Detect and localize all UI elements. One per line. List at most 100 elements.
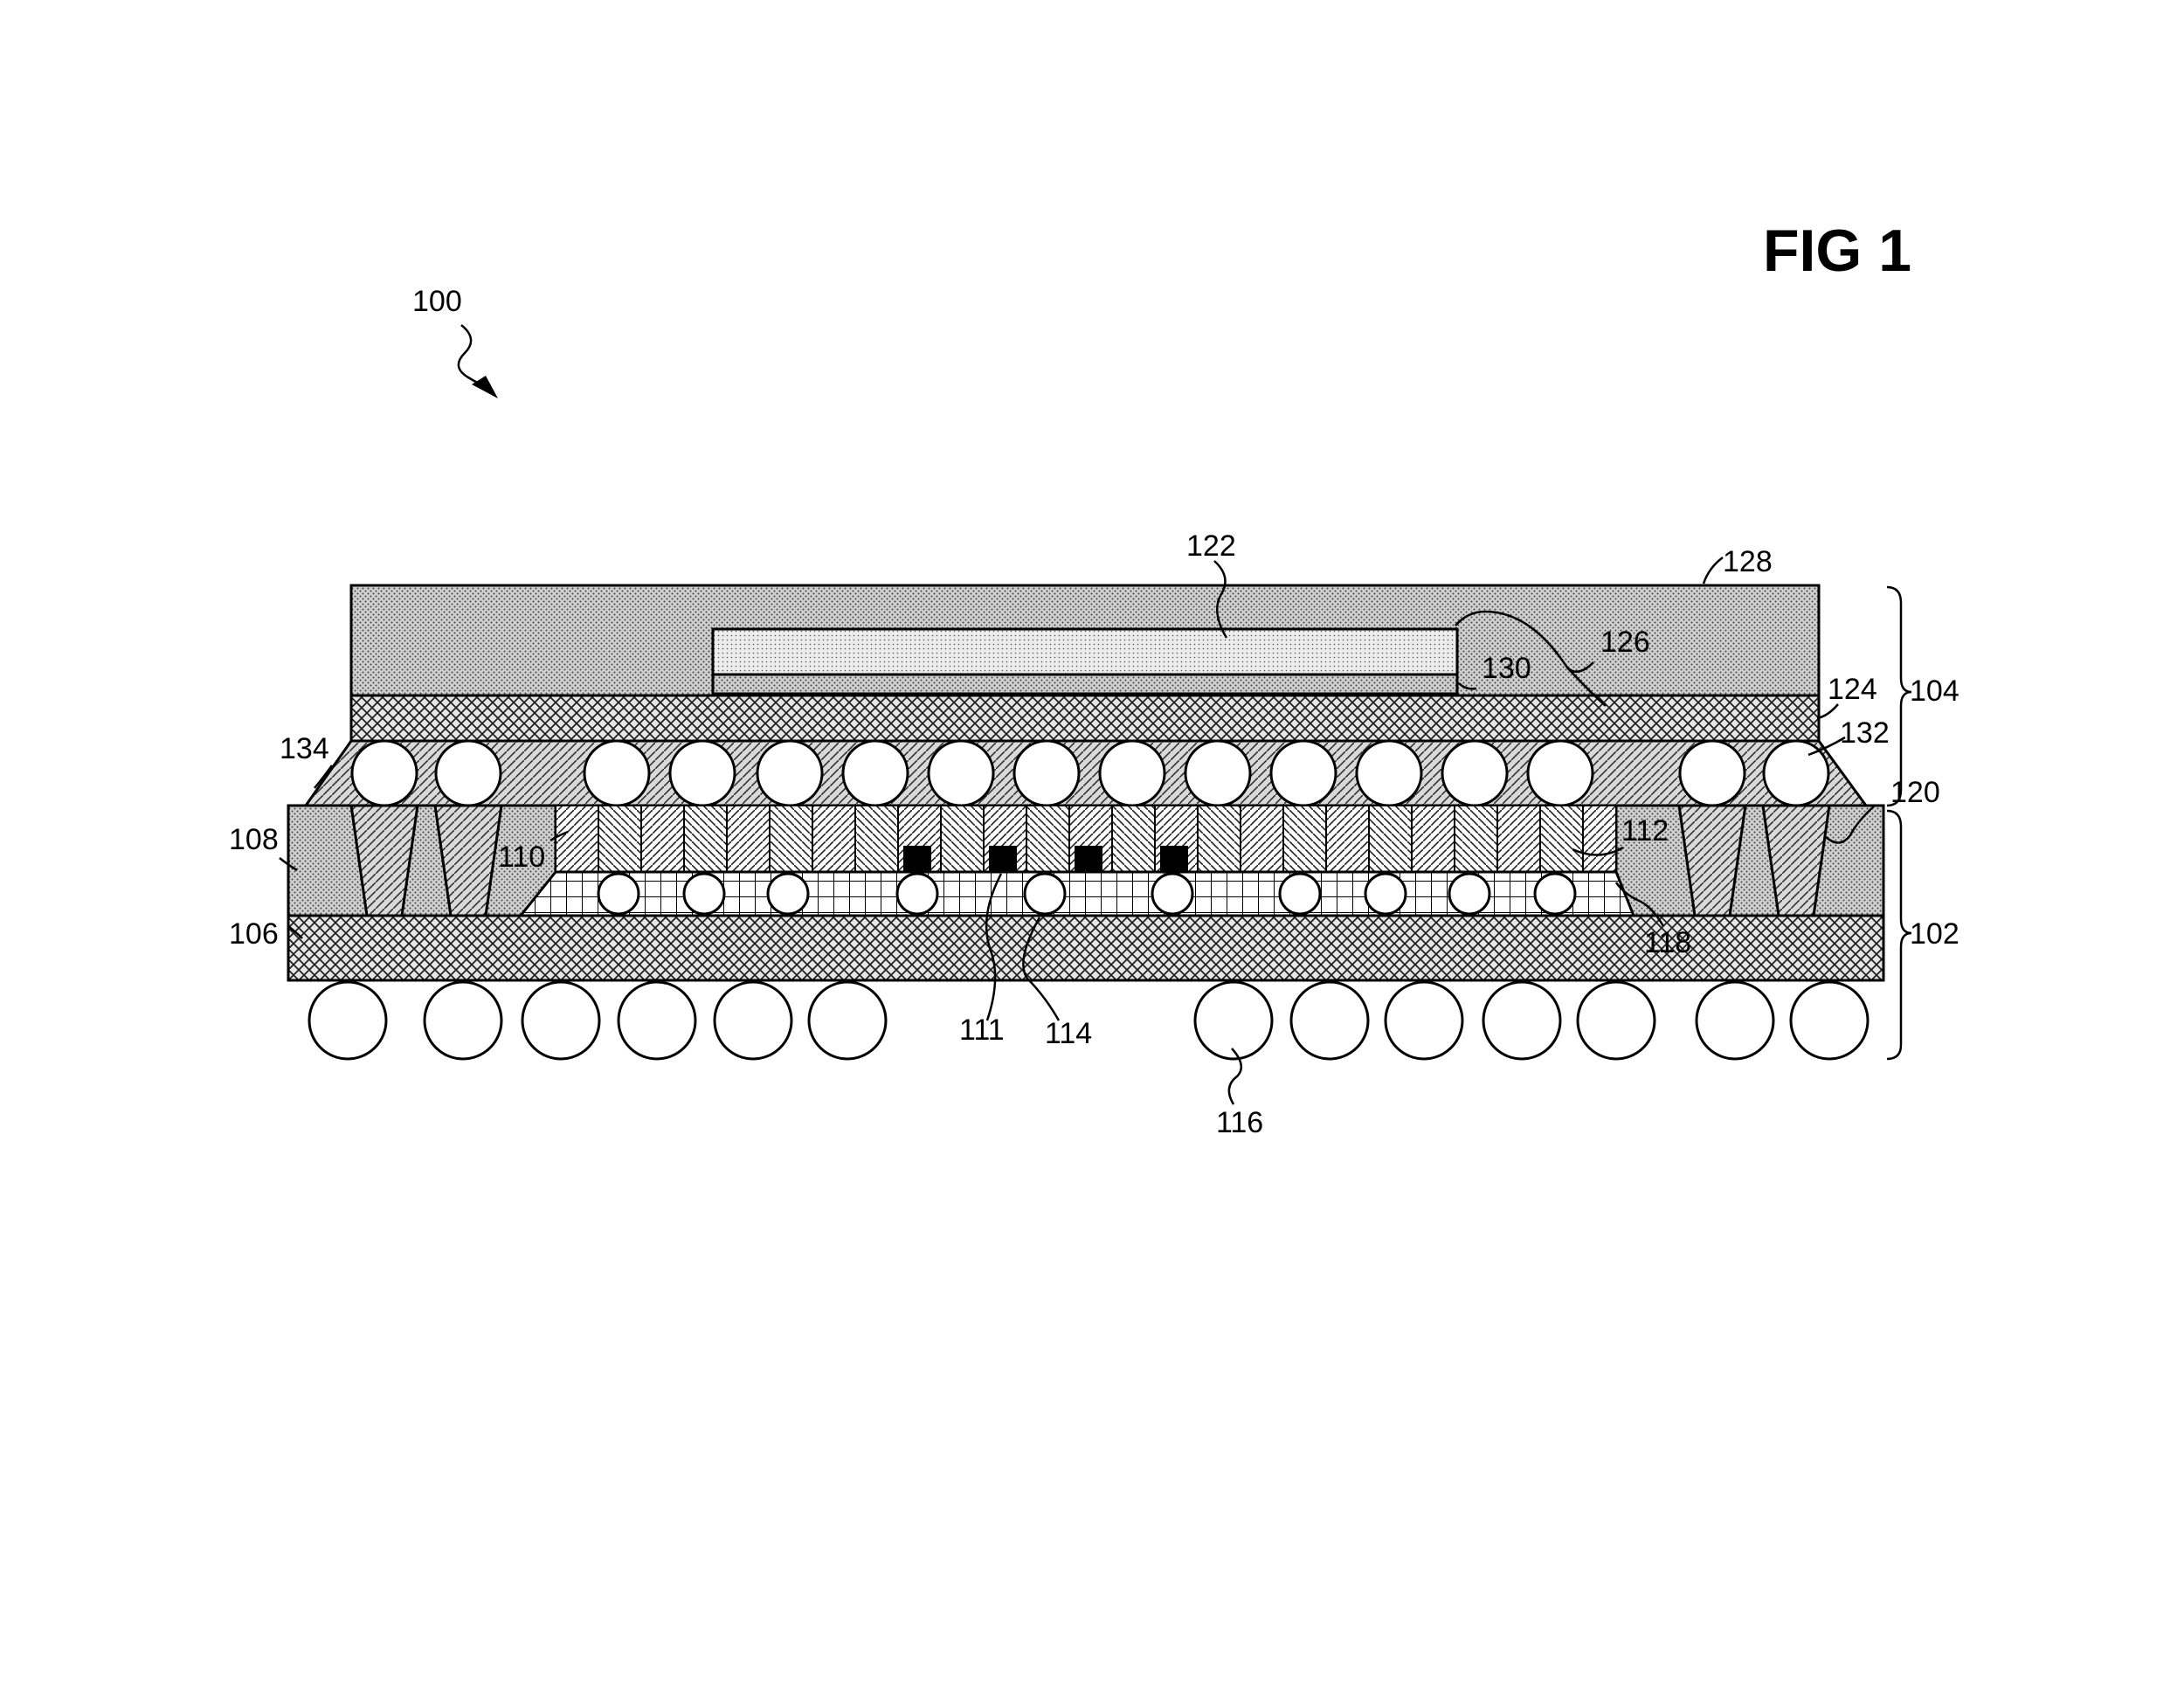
die-stripe [1539,805,1584,873]
label-132: 132 [1840,716,1890,750]
solder-ball [521,980,601,1061]
interconnect-ball [583,739,651,807]
leader-116 [1227,1048,1243,1105]
figure-title: FIG 1 [1763,218,1911,284]
arrow-100-squiggle [457,324,490,391]
bump-ball [1151,872,1194,916]
die-stripe [1454,805,1498,873]
die-stripe [1282,805,1327,873]
bracket-104 [1886,585,1912,807]
interconnect-ball [927,739,995,807]
leader-134 [314,764,334,789]
interconnect-ball-row [350,739,1830,807]
label-134: 134 [280,732,329,765]
bump-ball [1533,872,1577,916]
solder-ball [1384,980,1464,1061]
bump-ball [1278,872,1322,916]
label-122: 122 [1186,529,1236,563]
label-104: 104 [1910,675,1959,708]
bump-ball [597,872,640,916]
die-stripe [598,805,642,873]
die-122 [711,627,1459,676]
label-108: 108 [229,823,279,856]
die-stripe [683,805,728,873]
solder-ball-row-116 [308,980,1870,1061]
interconnect-ball [1678,739,1746,807]
leader-120 [1825,805,1876,844]
leader-114 [1022,917,1061,1021]
attach-layer-130 [711,673,1459,695]
leader-118 [1614,882,1665,927]
label-112: 112 [1621,814,1669,847]
die-pads-111 [903,846,1188,872]
die-stripe [1026,805,1070,873]
solder-ball [308,980,388,1061]
die-stripe [812,805,856,873]
interconnect-ball [434,739,502,807]
bracket-102 [1886,809,1912,1061]
solder-ball [617,980,697,1061]
through-mold-vias [349,804,1831,917]
label-116: 116 [1216,1106,1263,1139]
die-stripe [1496,805,1541,873]
die-stripe [1240,805,1284,873]
solder-ball [1695,980,1775,1061]
label-128: 128 [1723,545,1773,578]
leader-106 [287,925,303,939]
bump-ball-row-114 [597,872,1577,916]
die-stripe [769,805,813,873]
label-102: 102 [1910,917,1959,951]
interconnect-ball [668,739,736,807]
die-stripe [940,805,985,873]
die-110-hatch-stripes [555,805,1617,873]
leader-126-tail [1566,667,1607,707]
bump-ball [766,872,810,916]
solder-ball [713,980,793,1061]
die-stripe [1197,805,1241,873]
die-pad [903,846,931,872]
solder-ball [1289,980,1370,1061]
substrate-124 [349,694,1821,743]
substrate-106 [287,914,1885,982]
die-stripe [1325,805,1370,873]
solder-ball [807,980,888,1061]
label-110: 110 [498,841,545,874]
label-130: 130 [1482,652,1531,685]
interconnect-ball [1441,739,1509,807]
interconnect-ball [350,739,418,807]
solder-ball [423,980,503,1061]
label-114: 114 [1045,1017,1092,1050]
interconnect-ball [841,739,909,807]
label-118: 118 [1644,926,1691,959]
solder-ball [1576,980,1656,1061]
solder-ball [1789,980,1870,1061]
bump-ball [1364,872,1407,916]
interconnect-ball [1526,739,1594,807]
leader-132 [1807,736,1846,757]
label-126: 126 [1600,626,1650,659]
interconnect-ball [1355,739,1423,807]
die-stripe [1368,805,1413,873]
bump-ball [1023,872,1067,916]
die-pad [989,846,1017,872]
leader-124 [1816,703,1839,720]
interconnect-ball [1184,739,1252,807]
interconnect-ball [1013,739,1081,807]
die-stripe [726,805,771,873]
die-stripe [854,805,899,873]
die-stripe [1111,805,1156,873]
bump-ball [1448,872,1491,916]
leader-128 [1702,557,1724,585]
leader-112 [1572,846,1624,856]
solder-ball [1482,980,1562,1061]
die-stripe [555,805,599,873]
label-124: 124 [1828,673,1877,706]
die-stripe [1411,805,1455,873]
bump-ball [895,872,939,916]
leader-122 [1213,560,1228,639]
label-106: 106 [229,917,279,951]
bump-ball [682,872,726,916]
leader-108 [279,857,298,872]
leader-130 [1458,682,1477,690]
